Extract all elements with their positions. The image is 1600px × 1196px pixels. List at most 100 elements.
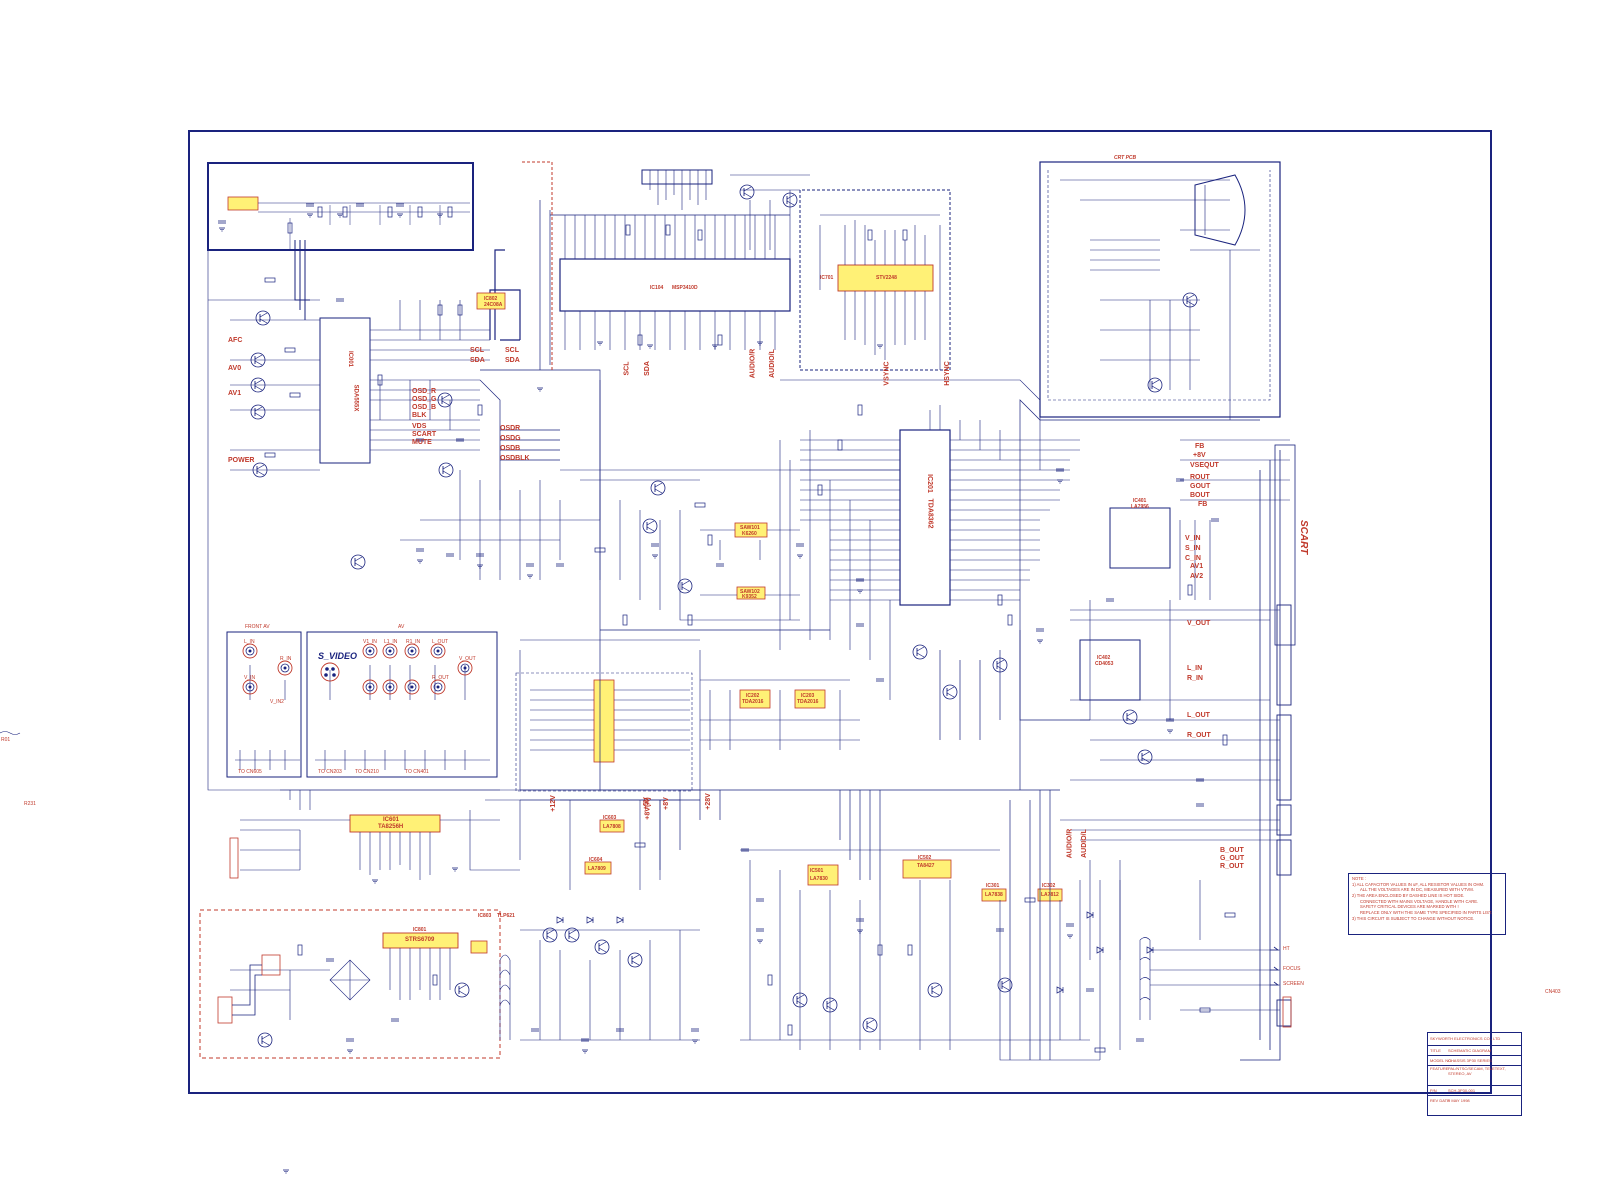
rev-row-key: REV DATE: [1430, 1098, 1450, 1103]
ic604-ref: IC604: [589, 857, 603, 863]
conn-to-cn203: TO CN203: [318, 769, 342, 775]
scart-section: [1060, 439, 1296, 1061]
jack-v-in2: V_IN2: [270, 699, 284, 705]
signal-av1: AV1: [228, 390, 242, 397]
ic603-ref: IC603: [603, 815, 617, 821]
signal-8v: +8V: [1193, 452, 1206, 459]
note-line: REPLACE ONLY WITH THE SAME TYPE SPECIFIE…: [1360, 910, 1493, 916]
scl-top: SCL: [623, 361, 631, 376]
deflection-section: [740, 849, 1280, 1061]
rail-8v: +8V: [662, 797, 670, 810]
audio-l-top: AUDIO/L: [768, 349, 776, 378]
power-supply: [230, 929, 700, 1041]
note-line: CONNECTED WITH MAINS VOLTAGE, HANDLE WIT…: [1360, 898, 1479, 904]
ic202-ref: IC202: [746, 693, 760, 699]
s-video-label: S_VIDEO: [318, 651, 358, 661]
note-line: 1) ALL CAPACITOR VALUES IN uF, ALL RESIS…: [1352, 881, 1485, 887]
model-row-value: CHASSIS 3P30 SERIES: [1448, 1058, 1492, 1063]
audio-r-bottom: AUDIO/R: [1066, 828, 1074, 859]
top-left-ic-section: [207, 249, 601, 791]
stray-left-lines: [0, 731, 21, 735]
ic502-ref: IC502: [918, 855, 932, 861]
signal-osdb: OSDB: [500, 445, 521, 452]
ic502-part: TA8427: [917, 863, 935, 869]
jack-r-out: R_OUT: [432, 675, 449, 681]
model-row: MODEL NO.CHASSIS 3P30 SERIES: [1428, 1056, 1521, 1066]
saw102-ref: SAW102: [740, 589, 760, 595]
ic301-part: LA7838: [985, 892, 1003, 898]
ic201-ref: IC201: [925, 474, 933, 493]
ic801-ref: IC801: [413, 927, 427, 933]
ic302-part: LA7812: [1041, 892, 1059, 898]
pn-row-value: SCH-3P30-001: [1448, 1088, 1476, 1093]
signal-power: POWER: [228, 457, 255, 464]
ic104-ref: IC104: [650, 285, 664, 291]
ic601-ref: IC601: [383, 817, 400, 823]
signal-r-out-2: R_OUT: [1220, 863, 1244, 870]
vsync-top: VSYNC: [883, 361, 891, 386]
audio-l-bottom: AUDIO/L: [1080, 829, 1088, 858]
rail-28v: +28V: [704, 793, 712, 810]
jack-l-out: L_OUT: [432, 639, 449, 645]
conn-to-cn605: TO CN605: [238, 769, 262, 775]
signal-g-out: G_OUT: [1220, 855, 1245, 862]
ic401-ref: IC401: [1133, 498, 1147, 504]
stray-r01: R01: [1, 737, 11, 743]
ic501-part: LA7830: [810, 876, 828, 882]
jack-r-in: R_IN: [280, 656, 292, 662]
ic203-part: TDA2016: [797, 699, 819, 705]
pn-row-key: P/N: [1430, 1088, 1437, 1093]
signal-afc: AFC: [228, 337, 243, 344]
signal-scl-1: SCL: [470, 347, 484, 354]
rail-8v-a: +8V(A): [644, 797, 652, 820]
tuner-junction-dashed: [522, 161, 951, 371]
ic104-sound-processor: [539, 169, 810, 370]
ac-input: [217, 837, 1292, 1028]
ic201-part: TDA8362: [926, 498, 934, 529]
ic701-part: STV2248: [876, 275, 897, 281]
ic001-part: SDA555X: [352, 384, 359, 412]
note-line: SAFETY CRITICAL DEVICES ARE MARKED WITH …: [1360, 904, 1459, 910]
ic604-part: LA7809: [588, 866, 606, 872]
signal-l-in: L_IN: [1187, 665, 1203, 672]
ic402-part: CD4053: [1095, 661, 1114, 667]
svideo-jack: [320, 662, 340, 682]
if-saw-section: [400, 469, 900, 621]
signal-fb-2: FB: [1198, 501, 1208, 508]
ic701-teletext: [819, 214, 941, 370]
audio-power-section: [560, 679, 860, 890]
jack-v-in: V_IN: [244, 675, 256, 681]
av-jack-panel: [226, 631, 498, 778]
jack-v1-in: V1_IN: [363, 639, 377, 645]
saw102-part: K9352: [742, 594, 757, 600]
ic-opto-block: [515, 639, 701, 792]
rev-row-value: 9 MAY 1998: [1448, 1098, 1470, 1103]
ic803-ref: IC803: [478, 913, 492, 919]
ht-out: HT: [1283, 946, 1290, 952]
screen-out: SCREEN: [1283, 981, 1304, 987]
ic001-ref: IC001: [347, 350, 354, 368]
note-line: NOTE :: [1352, 876, 1366, 881]
signal-gout: GOUT: [1190, 483, 1211, 490]
signal-scl-2: SCL: [505, 347, 519, 354]
title-row-key: TITLE: [1430, 1048, 1441, 1053]
signal-l-out: L_OUT: [1187, 712, 1210, 719]
signal-vseqout: VSEQUT: [1190, 462, 1219, 469]
signal-vds: VDS: [412, 423, 427, 430]
signal-osd-b: OSD_B: [412, 404, 437, 411]
crt-pcb-block: [1039, 161, 1281, 420]
signal-r-out: R_OUT: [1187, 732, 1211, 739]
front-av-label: FRONT AV: [245, 624, 270, 630]
signal-osdblk: OSDBLK: [500, 455, 530, 462]
ic802-ref: IC802: [484, 296, 498, 302]
rail-12v: +12V: [549, 795, 557, 812]
signal-v-in: V_IN: [1185, 535, 1201, 542]
signal-av2-r: AV2: [1190, 573, 1204, 580]
signal-bout: BOUT: [1190, 492, 1210, 499]
stray-cn403: CN403: [1545, 989, 1561, 995]
ic302-ref: IC302: [1042, 883, 1056, 889]
